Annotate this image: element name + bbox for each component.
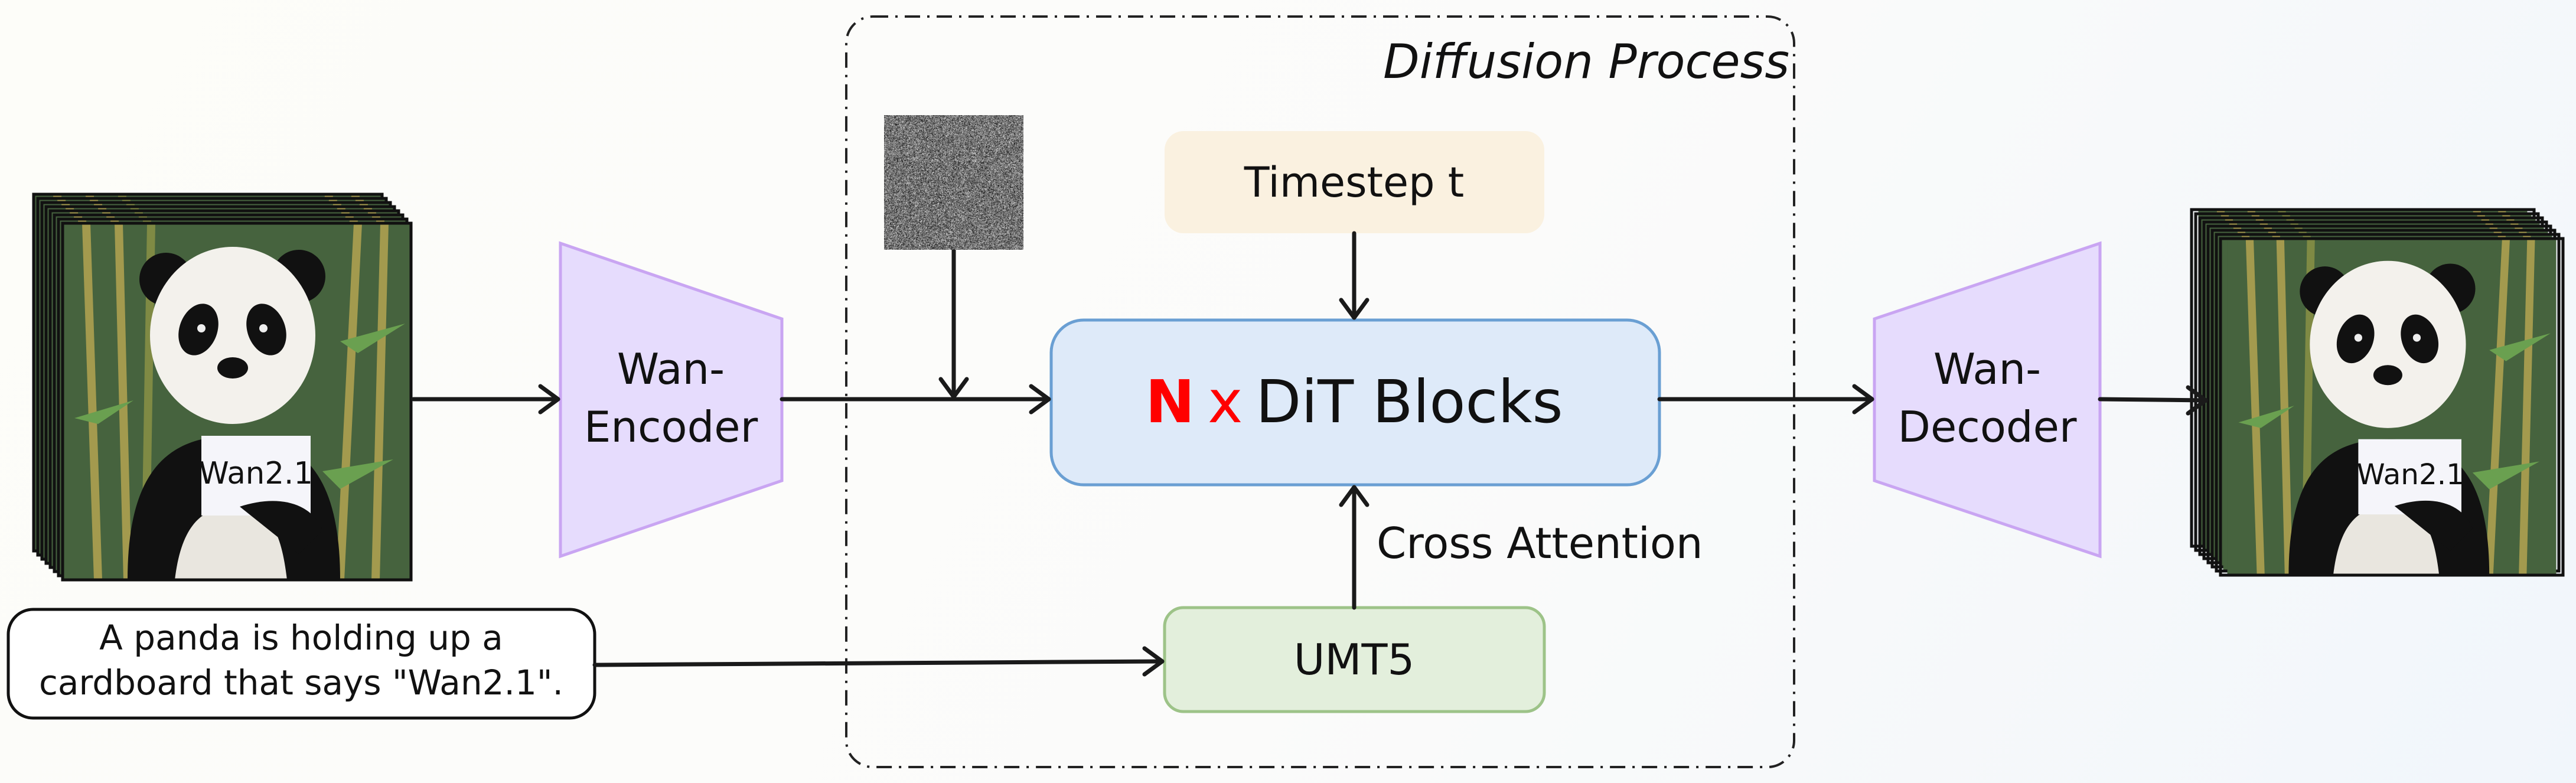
- prompt-line-2: cardboard that says "Wan2.1".: [39, 663, 563, 703]
- decoder-label-line-1: Wan-: [1933, 344, 2041, 394]
- wan-decoder-block: [1874, 243, 2100, 556]
- arrow-prompt-to-umt5: [595, 648, 1162, 674]
- noise-latent-image: [884, 115, 1023, 250]
- arrow-dit-to-decoder: [1659, 386, 1872, 412]
- encoder-label-line-2: Encoder: [584, 402, 758, 452]
- dit-label: DiT Blocks: [1256, 367, 1563, 436]
- arrow-encoder-to-dit: [782, 386, 1049, 412]
- cross-attention-label: Cross Attention: [1377, 518, 1703, 568]
- decoder-label-line-2: Decoder: [1898, 402, 2077, 452]
- encoder-label-line-1: Wan-: [617, 344, 725, 394]
- output-video-frame: Wan2.1: [2220, 239, 2563, 575]
- input-video-frame: Wan2.1: [63, 223, 411, 580]
- prompt-line-1: A panda is holding up a: [99, 618, 503, 658]
- umt5-label: UMT5: [1294, 635, 1415, 684]
- arrow-noise-to-latent: [941, 250, 967, 397]
- panda-sign-text: Wan2.1: [2357, 458, 2464, 491]
- panda-sign-text: Wan2.1: [199, 456, 313, 491]
- arrow-umt5-to-dit: [1341, 487, 1367, 608]
- diffusion-process-label: Diffusion Process: [1383, 34, 1789, 89]
- input-video-frames: Wan2.1: [34, 194, 411, 580]
- wan-encoder-block: [560, 243, 782, 556]
- timestep-label: Timestep t: [1244, 158, 1464, 207]
- arrow-decoder-to-video: [2100, 387, 2206, 413]
- output-video-frames: Wan2.1: [2192, 210, 2563, 575]
- dit-blocks-title: NxDiT Blocks: [1145, 367, 1563, 436]
- arrow-video-to-encoder: [413, 386, 558, 412]
- arrow-timestep-to-dit: [1341, 233, 1367, 318]
- dit-x: x: [1208, 367, 1243, 436]
- dit-n: N: [1145, 367, 1195, 436]
